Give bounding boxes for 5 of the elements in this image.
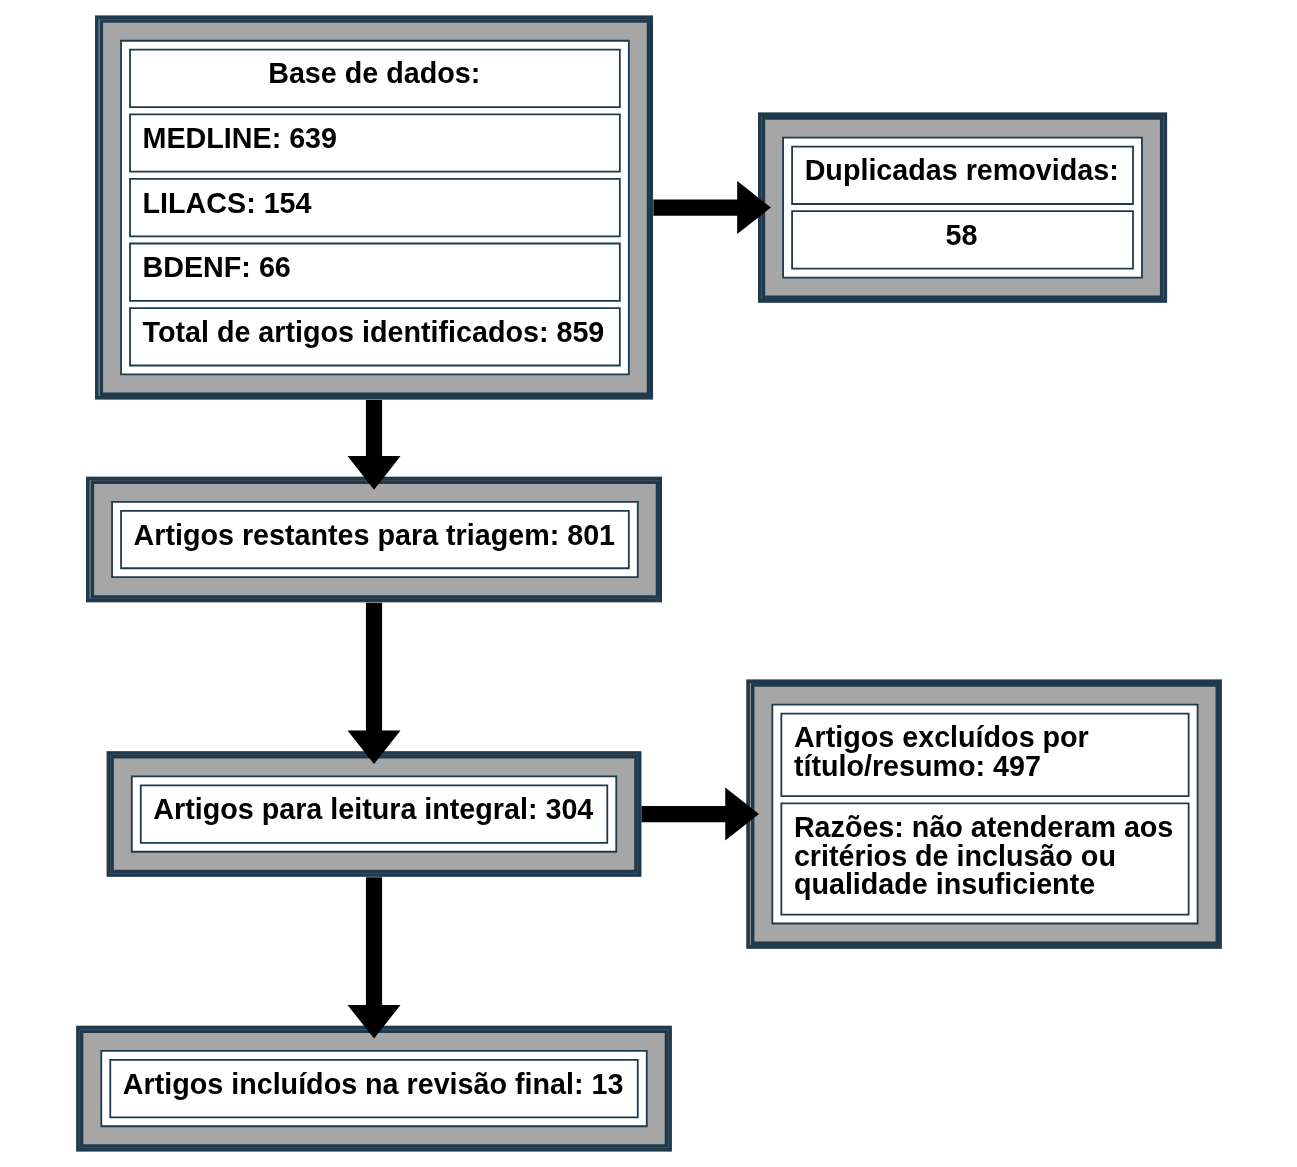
arrow <box>641 787 759 841</box>
arrow <box>347 877 401 1039</box>
arrow <box>652 181 771 235</box>
arrow <box>347 399 401 490</box>
arrow <box>347 602 401 765</box>
